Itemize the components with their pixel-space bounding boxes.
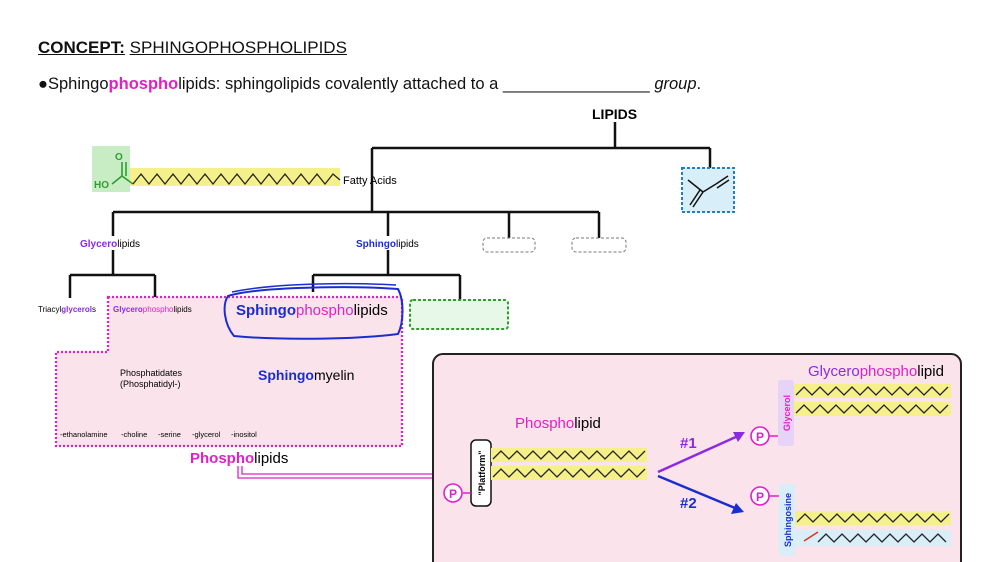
fatty-acid-chain (132, 172, 341, 186)
sphingosine-backbone-highlight (795, 530, 951, 546)
sphingosine-chain (796, 513, 950, 523)
definition-line: ●Sphingophospholipids: sphingolipids cov… (38, 75, 701, 94)
phosphate-circle-left (443, 483, 463, 503)
glycerol-label: Glycerol (782, 395, 792, 431)
carboxyl-highlight (92, 146, 130, 192)
definition-end: . (696, 75, 702, 93)
glycerol-box (778, 380, 794, 446)
arrow-1 (657, 434, 739, 474)
fatty-acids-label: Fatty Acids (343, 175, 397, 187)
head-group-serine: -serine (158, 430, 181, 439)
arrow-2-label: #2 (680, 495, 697, 512)
blank-box-2 (571, 237, 627, 253)
definition-italic: group (654, 75, 697, 93)
phospholipid-title: Phospholipid (515, 415, 601, 432)
phosphate-p-left: P (449, 487, 457, 501)
triacylglycerols-label: Triacylglycerols (38, 305, 96, 314)
definition-blank: ________________ (502, 75, 650, 93)
fa-oxygen: O (115, 152, 123, 163)
handdrawn-stroke (231, 282, 397, 293)
platform-label: "Platform" (477, 450, 487, 495)
carboxyl-group (111, 162, 134, 185)
glycerol-chain-1 (795, 386, 949, 396)
concept-title: SPHINGOPHOSPHOLIPIDS (129, 38, 347, 57)
concept-heading: CONCEPT: SPHINGOPHOSPHOLIPIDS (38, 38, 347, 58)
double-bond-mark (803, 531, 819, 542)
sphingomyelin-label: Sphingomyelin (258, 367, 354, 383)
platform-chain-1 (492, 450, 646, 460)
glycerol-chain-2 (795, 404, 949, 414)
arrow-2 (657, 474, 736, 510)
phospholipids-label: Phospholipids (190, 450, 288, 467)
glycerophospholipids-small-label: Glycerophospholipids (113, 305, 192, 314)
phosphatidates-label: Phosphatidates (120, 368, 183, 378)
sphingosine-box (779, 484, 795, 556)
glycerophospholipid-title: Glycerophospholipid (808, 363, 944, 380)
sphingolipids-label: Sphingolipids (356, 239, 419, 250)
sphingophospholipids-label: Sphingophospholipids (236, 302, 388, 319)
head-group-inositol: -inositol (231, 430, 257, 439)
bullet: ● (38, 75, 48, 93)
concept-label: CONCEPT: (38, 38, 125, 57)
arrow-2-head (731, 503, 744, 514)
arrow-1-label: #1 (680, 435, 697, 452)
isoprene-box (681, 167, 735, 213)
handdrawn-circle (223, 286, 404, 340)
definition-prefix: Sphingo (47, 75, 109, 93)
definition-highlight: phospho (108, 75, 179, 93)
fa-hydroxyl: HO (94, 180, 109, 191)
blank-box-green (409, 299, 509, 330)
phosphate-p-glycerol: P (756, 430, 764, 444)
sphingosine-label: Sphingosine (783, 493, 793, 547)
sphingosine-backbone (817, 533, 947, 543)
blank-box-1 (482, 237, 536, 253)
head-group-glycerol: -glycerol (192, 430, 221, 439)
definition-middle: lipids: sphingolipids covalently attache… (178, 75, 503, 93)
phosphate-p-sphingosine: P (756, 490, 764, 504)
isoprene-structure (687, 175, 730, 208)
glycerolipids-label: Glycerolipids (80, 239, 140, 250)
phosphatidyl-label: (Phosphatidyl-) (120, 379, 181, 389)
lipids-root: LIPIDS (592, 106, 637, 122)
head-group-ethanolamine: -ethanolamine (60, 430, 108, 439)
head-group-choline: -choline (121, 430, 147, 439)
head-groups: -ethanolamine -choline -serine -glycerol… (60, 430, 257, 439)
arrow-1-head (733, 432, 745, 442)
platform-chain-2 (492, 468, 646, 478)
